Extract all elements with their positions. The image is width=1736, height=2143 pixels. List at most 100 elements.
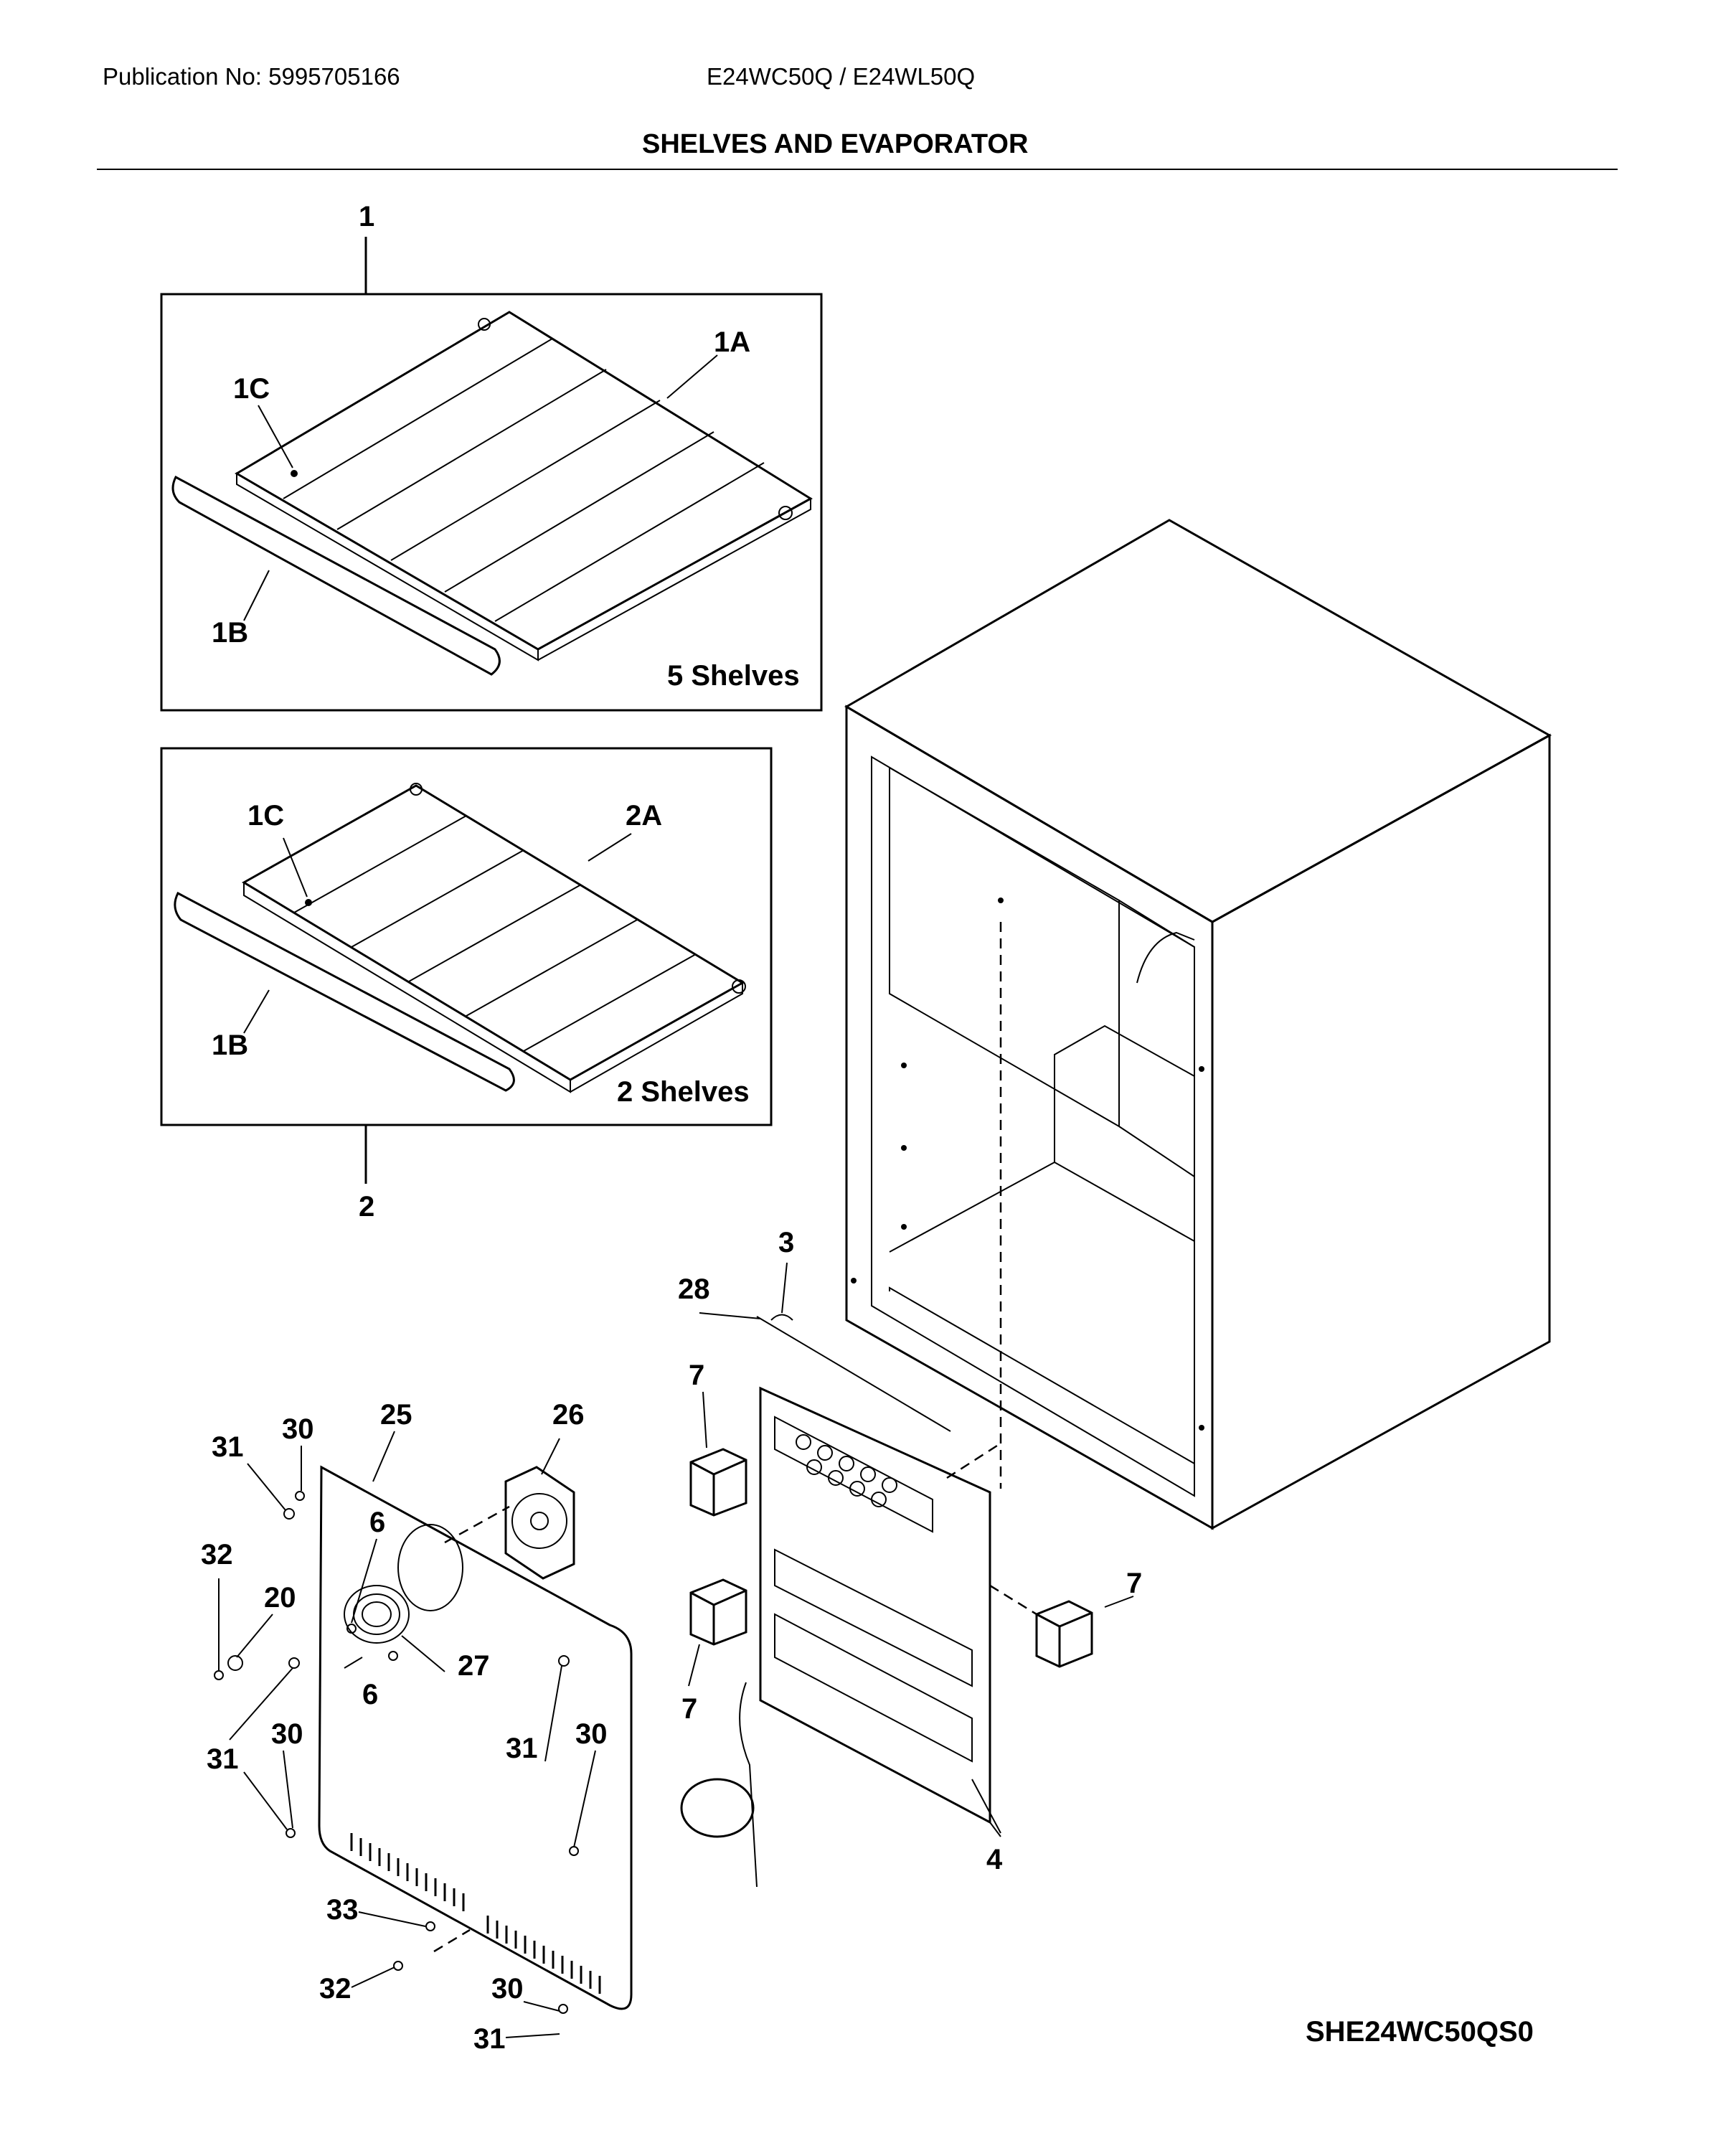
drawing-code: SHE24WC50QS0 — [1306, 2016, 1534, 2048]
shelf-side-rail — [537, 497, 811, 661]
callout-33: 33 — [326, 1894, 359, 1926]
fan-blades — [511, 1493, 567, 1549]
slide-roller-rear — [478, 318, 491, 331]
fan-housing — [504, 1466, 575, 1580]
callout-1C-bottom: 1C — [247, 800, 284, 832]
shelf-panel-5: 1 1A 1C 1B 5 Shelves — [160, 201, 823, 712]
callout-25: 25 — [380, 1399, 412, 1431]
shelf-trim-1B-bottom — [174, 891, 515, 1092]
evaporator-coil-mid — [774, 1548, 973, 1687]
leader-26 — [541, 1438, 560, 1475]
shelf-front-edge — [236, 472, 539, 661]
shelf-wires-2 — [293, 815, 697, 1052]
cabinet-front-opening — [845, 705, 1214, 1530]
leader-27 — [401, 1635, 445, 1672]
evaporator-tube-lead — [739, 1682, 758, 1888]
shelf-clip-1C-2 — [305, 899, 312, 906]
leader-31-c — [544, 1665, 562, 1762]
cabinet-top — [844, 519, 1552, 923]
foam-block-right — [1035, 1600, 1093, 1668]
callout-7-right: 7 — [1126, 1568, 1142, 1599]
evaporator-fan: 26 — [444, 1399, 585, 1580]
leader-28 — [699, 1312, 761, 1319]
slide-roller — [778, 506, 793, 520]
screws — [214, 1491, 579, 2014]
callout-6-a: 6 — [369, 1507, 385, 1538]
page-title: SHELVES AND EVAPORATOR — [642, 129, 1029, 159]
model-numbers: E24WC50Q / E24WL50Q — [707, 63, 976, 90]
title-rule — [97, 169, 1618, 170]
fan-opening — [397, 1524, 463, 1611]
callout-30-a: 30 — [282, 1413, 314, 1445]
callout-26: 26 — [552, 1399, 585, 1431]
callout-2A: 2A — [626, 800, 662, 832]
panel-frame-top — [160, 293, 823, 712]
rear-cover-panel: 25 30 31 32 20 6 6 27 31 30 31 30 33 32 … — [201, 1399, 633, 2055]
callout-30-c: 30 — [575, 1718, 608, 1750]
callout-32-a: 32 — [201, 1539, 233, 1570]
callout-7-lower: 7 — [681, 1693, 697, 1725]
liner-step — [1054, 1025, 1195, 1162]
shelf-side-rail-2 — [570, 981, 743, 1093]
slide-roller-2 — [732, 979, 746, 994]
slide-roller-rear-2 — [410, 783, 423, 796]
evaporator-assembly: 3 28 4 — [678, 1227, 1003, 1888]
vent-slots — [350, 1833, 601, 1994]
shelf-front-edge-2 — [243, 882, 571, 1093]
cabinet — [844, 519, 1552, 1530]
sensor-clip-3 — [770, 1314, 793, 1321]
shelf-trim-1B-top — [171, 475, 501, 676]
cabinet-front-flange — [871, 755, 1195, 1497]
callout-3: 3 — [778, 1227, 794, 1258]
leader-1C-bottom — [283, 837, 308, 898]
leader-33 — [358, 1911, 426, 1927]
foam-block-upper — [689, 1448, 747, 1517]
publication-number: Publication No: 5995705166 — [103, 63, 400, 90]
callout-30-d: 30 — [491, 1973, 524, 2005]
panel-frame-bottom — [160, 747, 773, 1126]
evaporator-tube-circles — [796, 1434, 897, 1507]
leader-1B-top — [243, 570, 270, 621]
shelf-panel-2: 1C 2A 1B 2 Shelves 2 — [160, 747, 773, 1223]
callout-28: 28 — [678, 1273, 710, 1305]
leader-25 — [372, 1431, 395, 1482]
callout-7-upper: 7 — [689, 1360, 704, 1391]
evaporator-coil-low — [774, 1613, 973, 1763]
evaporator-coil-top — [774, 1416, 933, 1533]
callout-20: 20 — [264, 1582, 296, 1614]
leader-1C-top — [258, 405, 293, 468]
callout-1B-top: 1B — [212, 617, 248, 649]
callout-31-c: 31 — [506, 1733, 538, 1764]
callout-1B-bottom: 1B — [212, 1030, 248, 1061]
evaporator-plate — [759, 1386, 991, 1824]
callout-31-a: 31 — [212, 1431, 244, 1463]
liner-drain — [1136, 931, 1195, 984]
callout-1C-top: 1C — [233, 373, 270, 405]
panel-caption-5-shelves: 5 Shelves — [667, 660, 800, 692]
leader-31-b — [229, 1667, 293, 1741]
leader-30-c — [573, 1750, 596, 1848]
panel-caption-2-shelves: 2 Shelves — [617, 1076, 750, 1108]
leader-6-b — [344, 1657, 363, 1669]
leader-1A — [666, 354, 718, 399]
callout-1: 1 — [359, 201, 374, 232]
callout-6-b: 6 — [362, 1679, 378, 1710]
leader-30-b — [283, 1750, 293, 1829]
leader-1B-bottom — [243, 989, 270, 1034]
callout-31-d: 31 — [473, 2023, 506, 2055]
callout-4: 4 — [986, 1844, 1003, 1875]
sensor-wire-28 — [756, 1316, 951, 1432]
evaporator-tube-coil — [680, 1778, 755, 1838]
leader-20 — [236, 1614, 273, 1658]
callout-27: 27 — [458, 1650, 490, 1682]
leader-31-d — [505, 2033, 560, 2038]
cover-panel-25 — [318, 1465, 633, 2010]
callout-1A: 1A — [714, 326, 750, 358]
callout-2: 2 — [359, 1191, 374, 1223]
leader-4 — [971, 1779, 1001, 1834]
callout-31-b: 31 — [207, 1743, 239, 1775]
shelf-wires-5 — [283, 338, 765, 622]
callout-32-b: 32 — [319, 1973, 352, 2005]
leader-3 — [781, 1262, 788, 1314]
